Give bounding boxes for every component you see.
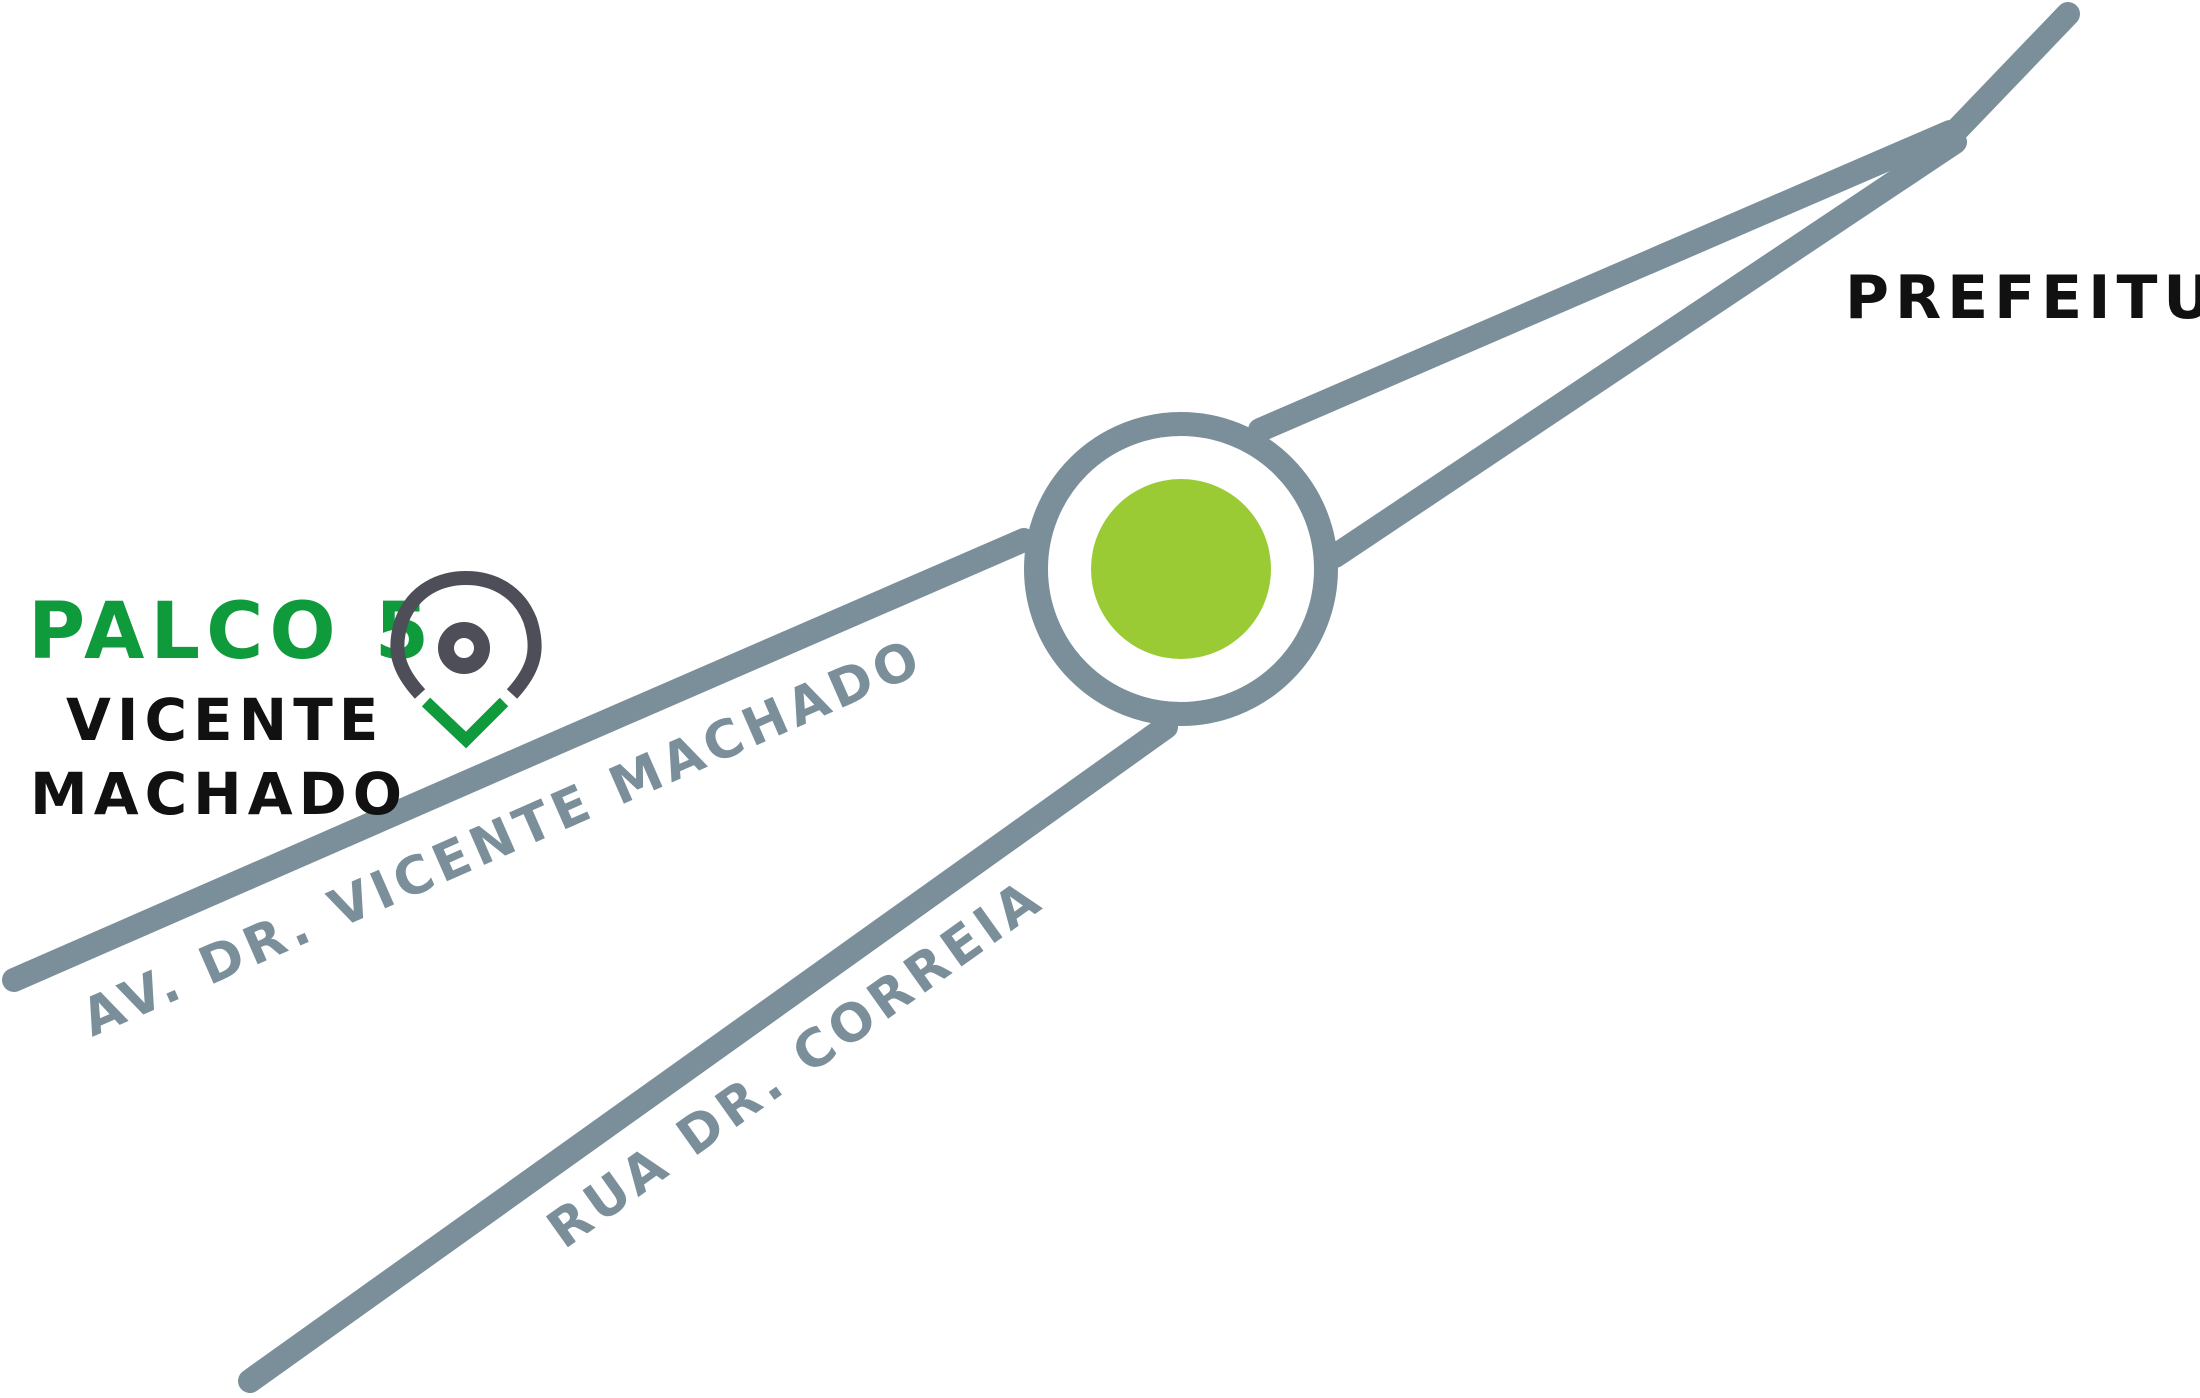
roundabout: [1024, 412, 1338, 726]
street-label-rua-dr-correia: RUA DR. CORREIA: [537, 867, 1055, 1261]
stage-label-block: PALCO 5 VICENTE MACHADO: [28, 587, 435, 828]
road-prefeitura-tail: [1938, 2, 2080, 149]
pin-check-mark: [421, 697, 509, 749]
stage-subtitle-line1: VICENTE: [66, 686, 384, 754]
stage-title: PALCO 5: [28, 587, 435, 677]
pin-inner-ring: [438, 622, 490, 674]
road-av-vicente-machado: [2, 528, 1036, 992]
roundabout-center-dot: [1091, 479, 1271, 659]
location-pin-check-icon: [390, 570, 542, 749]
place-label-prefeitura: PREFEITURA: [1845, 263, 2200, 333]
stage-subtitle-line2: MACHADO: [30, 760, 408, 828]
road-prefeitura-lower: [1323, 130, 1967, 568]
road-prefeitura-upper: [1248, 120, 1962, 442]
road-rua-dr-correia: [238, 715, 1178, 1393]
roads: [2, 2, 2080, 1393]
pin-outline: [390, 570, 542, 699]
